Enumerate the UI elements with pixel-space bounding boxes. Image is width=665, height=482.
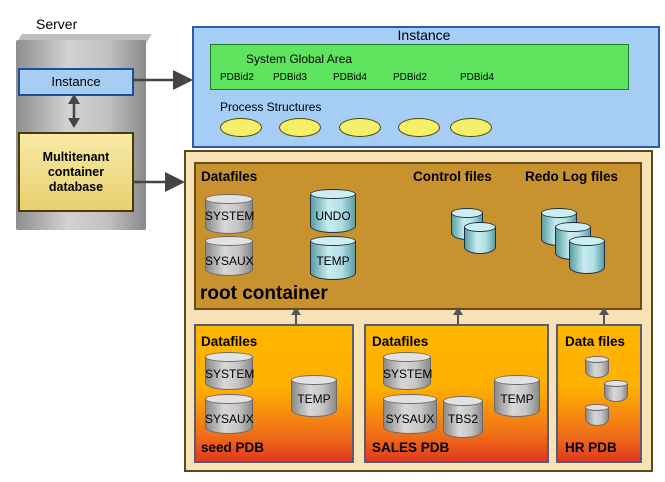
root-datafiles-label: Datafiles bbox=[201, 169, 258, 184]
process-ellipse bbox=[450, 118, 492, 137]
sga-label: System Global Area bbox=[246, 52, 353, 66]
process-ellipse bbox=[339, 118, 381, 137]
seed-system-cylinder: SYSTEM bbox=[205, 352, 254, 390]
hr-datafile-cylinder bbox=[585, 356, 609, 378]
system-datafile-cylinder: SYSTEM bbox=[205, 194, 254, 234]
hr-datafiles-label: Data files bbox=[565, 334, 626, 349]
seed-up-arrow-head bbox=[291, 307, 301, 315]
multitenant-label: Multitenant container database bbox=[42, 149, 110, 194]
pdbid-label: PDBid4 bbox=[333, 72, 367, 83]
sysaux-datafile-cylinder: SYSAUX bbox=[205, 236, 254, 276]
system-global-area bbox=[210, 44, 629, 90]
process-ellipse bbox=[279, 118, 321, 137]
seed-temp-cylinder: TEMP bbox=[291, 375, 337, 417]
pdbid-label: PDBid2 bbox=[220, 72, 254, 83]
sales-up-arrow-head bbox=[453, 307, 463, 315]
arrow-server-vertical-head-up bbox=[68, 94, 80, 104]
process-structures-label: Process Structures bbox=[220, 100, 322, 114]
hr-pdb-title: HR PDB bbox=[565, 440, 617, 455]
seed-sysaux-cylinder: SYSAUX bbox=[205, 394, 254, 434]
hr-datafile-cylinder bbox=[585, 404, 609, 426]
multitenant-container-database-box: Multitenant container database bbox=[18, 132, 134, 212]
instance-title: Instance bbox=[397, 27, 451, 43]
sales-temp-cylinder: TEMP bbox=[494, 375, 540, 417]
hr-up-arrow-head bbox=[599, 307, 609, 315]
seed-datafiles-label: Datafiles bbox=[201, 334, 258, 349]
root-container-title: root container bbox=[200, 283, 328, 304]
control-file-cylinder bbox=[464, 222, 496, 254]
arrow-server-vertical-head-down bbox=[68, 118, 80, 128]
process-ellipse bbox=[220, 118, 262, 137]
pdbid-label: PDBid2 bbox=[393, 72, 427, 83]
process-ellipse bbox=[398, 118, 440, 137]
redo-log-files-label: Redo Log files bbox=[525, 169, 619, 184]
hr-datafile-cylinder bbox=[604, 380, 628, 402]
server-label: Server bbox=[36, 16, 78, 32]
temp-datafile-cylinder: TEMP bbox=[310, 236, 356, 280]
server-instance-box: Instance bbox=[18, 68, 134, 96]
sales-pdb-title: SALES PDB bbox=[372, 440, 450, 455]
undo-datafile-cylinder: UNDO bbox=[310, 189, 356, 233]
sales-datafiles-label: Datafiles bbox=[372, 334, 429, 349]
pdbid-label: PDBid3 bbox=[273, 72, 307, 83]
sales-tbs2-cylinder: TBS2 bbox=[443, 396, 483, 438]
sales-system-cylinder: SYSTEM bbox=[383, 352, 432, 390]
pdbid-label: PDBid4 bbox=[460, 72, 494, 83]
redo-log-cylinder bbox=[569, 236, 605, 274]
control-files-label: Control files bbox=[413, 169, 492, 184]
sales-sysaux-cylinder: SYSAUX bbox=[383, 394, 437, 434]
hr-pdb-box bbox=[556, 324, 642, 463]
seed-pdb-title: seed PDB bbox=[201, 440, 265, 455]
